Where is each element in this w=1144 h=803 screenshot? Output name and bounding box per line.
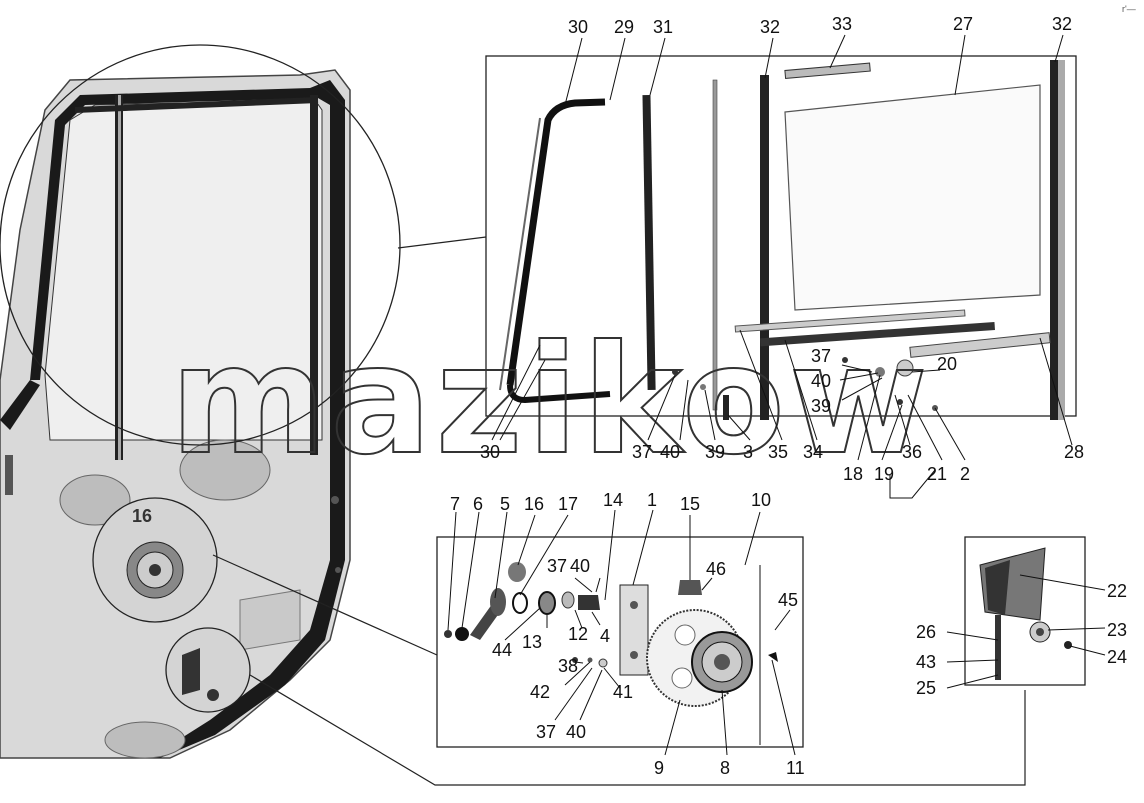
callout-32-left: 32 xyxy=(760,17,780,37)
callout-31: 31 xyxy=(653,17,673,37)
callout-14: 14 xyxy=(603,490,623,510)
callout-9: 9 xyxy=(654,758,664,778)
callout-17: 17 xyxy=(558,494,578,514)
callout-25: 25 xyxy=(916,678,936,698)
callout-1: 1 xyxy=(647,490,657,510)
watermark-text: mazikow xyxy=(170,314,932,488)
detail-stamp: 16 xyxy=(132,506,152,526)
callout-12: 12 xyxy=(568,624,588,644)
callout-32-right: 32 xyxy=(1052,14,1072,34)
door-body xyxy=(0,69,351,759)
callout-45: 45 xyxy=(778,590,798,610)
callout-36: 36 xyxy=(902,442,922,462)
callout-30-top: 30 xyxy=(568,17,588,37)
callout-34: 34 xyxy=(803,442,823,462)
callout-23: 23 xyxy=(1107,620,1127,640)
callout-7: 7 xyxy=(450,494,460,514)
callout-39-bracket: 39 xyxy=(811,396,831,416)
callout-6: 6 xyxy=(473,494,483,514)
callout-40-regulator-top: 40 xyxy=(570,556,590,576)
regulator-detail-circle: 16 xyxy=(92,497,218,623)
callout-19: 19 xyxy=(874,464,894,484)
callout-22: 22 xyxy=(1107,581,1127,601)
leader-lines xyxy=(447,34,1106,756)
callout-4: 4 xyxy=(600,626,610,646)
callout-41: 41 xyxy=(613,682,633,702)
callout-37-regulator-top: 37 xyxy=(547,556,567,576)
callout-44: 44 xyxy=(492,640,512,660)
window-detail-circle xyxy=(0,44,401,446)
callout-42: 42 xyxy=(530,682,550,702)
callout-38: 38 xyxy=(558,656,578,676)
regulator-parts-box xyxy=(436,536,804,748)
callout-33: 33 xyxy=(832,14,852,34)
callout-35: 35 xyxy=(768,442,788,462)
callout-13: 13 xyxy=(522,632,542,652)
callout-24: 24 xyxy=(1107,647,1127,667)
callout-labels: 30 29 31 32 33 27 32 30 37 40 39 3 35 34… xyxy=(450,14,1127,778)
callout-20: 20 xyxy=(937,354,957,374)
callout-8: 8 xyxy=(720,758,730,778)
callout-15: 15 xyxy=(680,494,700,514)
callout-11: 11 xyxy=(786,758,805,778)
lock-detail-circle xyxy=(165,627,251,713)
callout-21: 21 xyxy=(927,464,947,484)
callout-10: 10 xyxy=(751,490,771,510)
callout-37-regulator-bottom: 37 xyxy=(536,722,556,742)
callout-40-bracket: 40 xyxy=(811,371,831,391)
callout-30-bottom: 30 xyxy=(480,442,500,462)
callout-28: 28 xyxy=(1064,442,1084,462)
callout-43: 43 xyxy=(916,652,936,672)
window-parts-box xyxy=(485,55,1077,420)
callout-16: 16 xyxy=(524,494,544,514)
corner-mark: r'— xyxy=(1122,4,1136,14)
callout-5: 5 xyxy=(500,494,510,514)
callout-46: 46 xyxy=(706,559,726,579)
callout-26: 26 xyxy=(916,622,936,642)
callout-40-regulator-bottom: 40 xyxy=(566,722,586,742)
callout-39-window: 39 xyxy=(705,442,725,462)
callout-29: 29 xyxy=(614,17,634,37)
callout-3: 3 xyxy=(743,442,753,462)
callout-37-bracket: 37 xyxy=(811,346,831,366)
callout-37-window: 37 xyxy=(632,442,652,462)
callout-18: 18 xyxy=(843,464,863,484)
callout-27: 27 xyxy=(953,14,973,34)
callout-40-window: 40 xyxy=(660,442,680,462)
lock-parts-box xyxy=(964,536,1086,686)
callout-2: 2 xyxy=(960,464,970,484)
